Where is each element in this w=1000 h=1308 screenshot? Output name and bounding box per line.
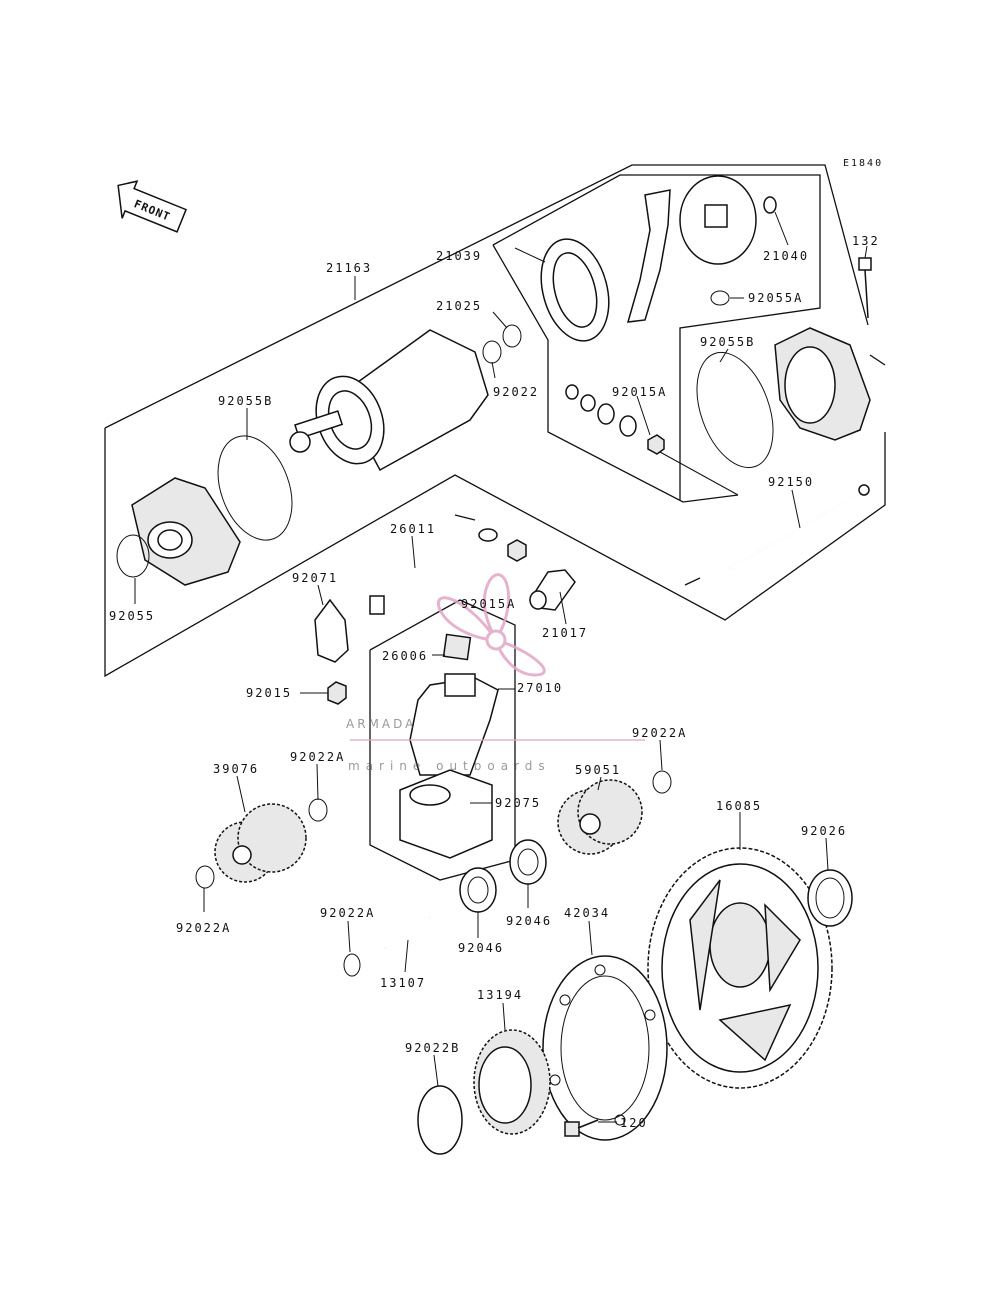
gear-59051 [557, 779, 643, 855]
label-21040: 21040 [763, 249, 809, 263]
collar-92026 [807, 869, 853, 927]
brush-plate-21040 [626, 175, 757, 323]
washer-92022 [482, 340, 502, 364]
front-arrow-icon: FRONT [117, 180, 187, 233]
label-120: 120 [620, 1116, 648, 1130]
label-92015: 92015 [246, 686, 292, 700]
washer-21025 [502, 324, 522, 348]
o-ring-92055b-right [696, 351, 774, 469]
label-16085: 16085 [716, 799, 762, 813]
housing-42034 [542, 955, 668, 1141]
label-92046-a: 92046 [458, 941, 504, 955]
part-number-labels: 21163 21039 21025 21040 92055A 132 92055… [109, 234, 880, 1130]
front-cover-part [131, 477, 241, 586]
washer-92022a-left [195, 865, 215, 889]
watermark-logo: ARMADA marine outboards [346, 573, 645, 773]
label-13107: 13107 [380, 976, 426, 990]
label-92026: 92026 [801, 824, 847, 838]
label-92150: 92150 [768, 475, 814, 489]
bolt-120 [564, 1119, 599, 1137]
brush-holder-part [540, 238, 610, 342]
label-13194: 13194 [477, 988, 523, 1002]
shaft-13107 [382, 913, 433, 953]
label-92046-b: 92046 [506, 914, 552, 928]
label-92015a-top: 92015A [612, 385, 667, 399]
washer-92022a-mid [308, 798, 328, 822]
label-92022b: 92022B [405, 1041, 460, 1055]
boot-92071 [314, 598, 349, 663]
washer-92022a-right [652, 770, 672, 794]
o-ring-92055a [710, 290, 730, 306]
label-92071: 92071 [292, 571, 338, 585]
washer-92022a-low [343, 953, 361, 977]
through-bolt-92150 [729, 484, 870, 569]
nut-92015a-mid [507, 539, 527, 562]
label-59051: 59051 [575, 763, 621, 777]
label-92055b-right: 92055B [700, 335, 755, 349]
label-92022: 92022 [493, 385, 539, 399]
label-132: 132 [852, 234, 880, 248]
cap-21017 [529, 569, 576, 611]
bolt-132 [858, 257, 872, 319]
label-21163: 21163 [326, 261, 372, 275]
label-92055b-left: 92055B [218, 394, 273, 408]
label-21025: 21025 [436, 299, 482, 313]
lead-wire-26011 [369, 528, 498, 615]
watermark-brand: ARMADA [346, 717, 416, 731]
o-ring-92055 [116, 534, 150, 578]
label-92022a-low: 92022A [320, 906, 375, 920]
watermark-tagline: marine outboards [348, 759, 551, 773]
bushing-21040 [763, 196, 777, 214]
label-92075: 92075 [495, 796, 541, 810]
label-92022a-mid: 92022A [290, 750, 345, 764]
label-42034: 42034 [564, 906, 610, 920]
yoke-armature-part [289, 329, 489, 472]
label-92055: 92055 [109, 609, 155, 623]
relay-26006 [442, 633, 472, 661]
propeller-icon [436, 573, 546, 677]
case-92075 [399, 769, 493, 859]
label-92015a-mid: 92015A [461, 597, 516, 611]
assembly-outline-frames [104, 164, 886, 881]
label-27010: 27010 [517, 681, 563, 695]
bearing-92046-a [459, 867, 497, 913]
label-92055a: 92055A [748, 291, 803, 305]
label-92022a-left: 92022A [176, 921, 231, 935]
label-26006: 26006 [382, 649, 428, 663]
bearing-92046-b [509, 839, 547, 885]
nut-92015 [327, 681, 347, 705]
diagram-code: E1840 [843, 158, 883, 169]
label-26011: 26011 [390, 522, 436, 536]
leader-lines [134, 211, 868, 1123]
rear-cover-part [774, 327, 871, 441]
o-ring-92055b-left [217, 435, 293, 541]
solenoid-27010 [409, 673, 499, 776]
one-way-clutch-13194 [473, 1029, 551, 1135]
clutch-gear-16085 [647, 847, 833, 1089]
washer-set-92015a [565, 384, 665, 455]
label-39076: 39076 [213, 762, 259, 776]
washer-92022b [417, 1085, 463, 1155]
label-21017: 21017 [542, 626, 588, 640]
label-92022a-right: 92022A [632, 726, 687, 740]
idle-gear-39076 [214, 803, 307, 883]
label-21039: 21039 [436, 249, 482, 263]
